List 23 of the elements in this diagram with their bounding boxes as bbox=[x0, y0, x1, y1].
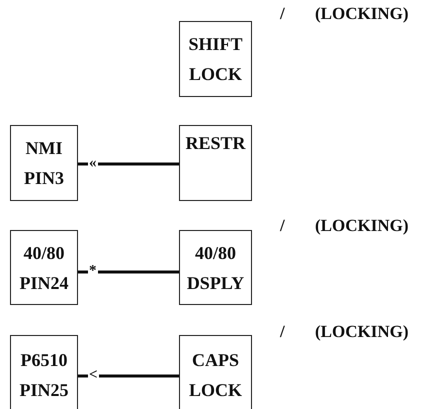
key-label: 40/80 PIN24 bbox=[18, 242, 70, 294]
note-label: (LOCKING) bbox=[315, 322, 408, 342]
key-box bbox=[179, 230, 252, 305]
key-label: P6510 PIN25 bbox=[18, 349, 70, 402]
key-box bbox=[179, 21, 252, 97]
key-label: RESTR bbox=[185, 132, 246, 155]
key-box bbox=[179, 125, 252, 201]
note-label: / bbox=[280, 216, 285, 236]
note-label: (LOCKING) bbox=[315, 216, 408, 236]
note-label: (LOCKING) bbox=[315, 4, 408, 24]
connector-line bbox=[78, 270, 179, 274]
key-box bbox=[10, 335, 78, 409]
key-box bbox=[179, 335, 252, 409]
connector-line bbox=[78, 374, 179, 378]
key-label: CAPS LOCK bbox=[188, 349, 243, 402]
connector-line bbox=[78, 162, 179, 166]
key-box bbox=[10, 125, 78, 201]
key-label: SHIFT LOCK bbox=[187, 33, 244, 86]
note-label: / bbox=[280, 322, 285, 342]
note-label: / bbox=[280, 4, 285, 24]
key-label: 40/80 DSPLY bbox=[186, 242, 246, 294]
key-box bbox=[10, 230, 78, 305]
key-label: NMI PIN3 bbox=[23, 137, 65, 190]
